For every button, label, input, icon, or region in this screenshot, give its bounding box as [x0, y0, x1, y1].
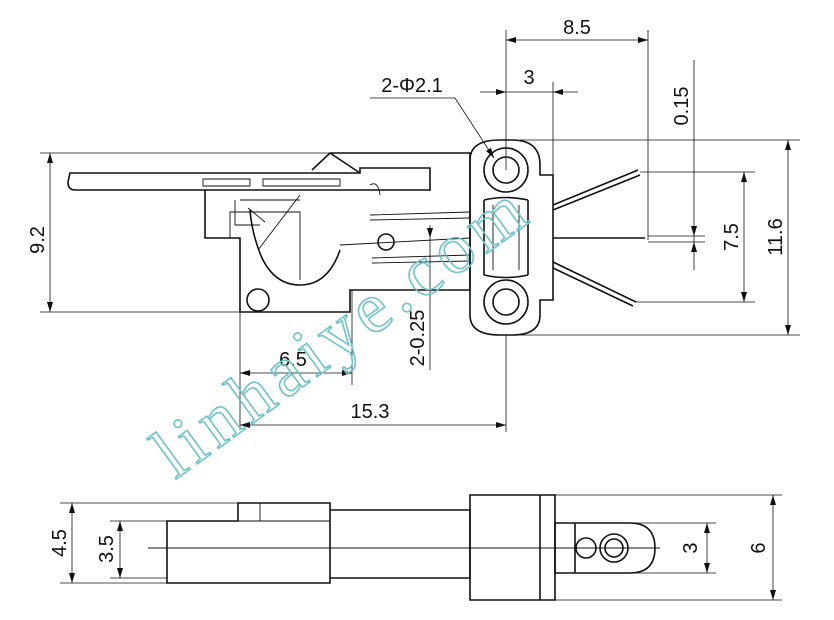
- watermark-text: linhaiye.com: [137, 166, 545, 493]
- side-bracket: [469, 494, 556, 601]
- pivot-notch: [369, 183, 381, 196]
- mounting-bracket: [469, 139, 554, 336]
- side-view-dimensions: 4.5 3.5 3 6: [49, 494, 782, 601]
- front-view-dimensions: 8.5 3 2-Φ2.1 0.15 7.5 11.6 9.2: [27, 17, 800, 432]
- bracket-hole-lower: [492, 288, 520, 316]
- dim-label-gap: 0.15: [671, 87, 693, 126]
- lever-arm: [67, 167, 431, 191]
- contact-blade-lower: [371, 254, 471, 264]
- bracket-ring-lower: [483, 279, 529, 325]
- dim-label-top-width: 8.5: [563, 17, 591, 39]
- dim-label-hole-offset: 3: [523, 67, 534, 89]
- dim-label-side-a: 4.5: [49, 529, 71, 557]
- dim-label-hole: 2-Φ2.1: [381, 75, 443, 97]
- dim-label-overall-height: 9.2: [27, 226, 49, 254]
- dim-label-bracket-height: 11.6: [765, 218, 787, 255]
- side-housing: [330, 509, 471, 579]
- arrowheads: [691, 226, 697, 252]
- side-lever-body: [166, 502, 331, 584]
- dim-label-lever-offset: 6.5: [279, 349, 307, 371]
- dim-label-side-c: 6: [748, 542, 770, 553]
- bracket-slot-inner: [492, 205, 520, 270]
- contact-blade-upper: [369, 211, 471, 221]
- side-lever-step: [238, 503, 330, 522]
- contact-pivot: [377, 233, 395, 251]
- lever-slots: [202, 178, 341, 187]
- terminal-lower: [552, 261, 637, 307]
- dim-label-side-b: 3.5: [96, 535, 118, 563]
- leader-arrow: [486, 148, 494, 158]
- switch-side-view: [148, 494, 660, 601]
- contact-blade-middle: [339, 237, 471, 246]
- spring-curve: [249, 209, 341, 286]
- dim-label-side-tab: 3: [680, 542, 702, 553]
- mounting-hole-lower: [246, 288, 270, 312]
- arrowheads: [704, 523, 710, 573]
- housing-diagonal: [257, 194, 301, 251]
- terminal-upper: [552, 169, 641, 211]
- dim-label-overall-length: 15.3: [351, 401, 390, 423]
- spring-leaf: [247, 207, 266, 223]
- dim-label-terminal-pitch: 7.5: [721, 223, 743, 251]
- dim-label-pin-thickness: 2-0.25: [407, 310, 429, 367]
- leader-line-hole-diag: [454, 97, 495, 159]
- arrowheads: [427, 228, 433, 238]
- bracket-slot: [483, 196, 529, 279]
